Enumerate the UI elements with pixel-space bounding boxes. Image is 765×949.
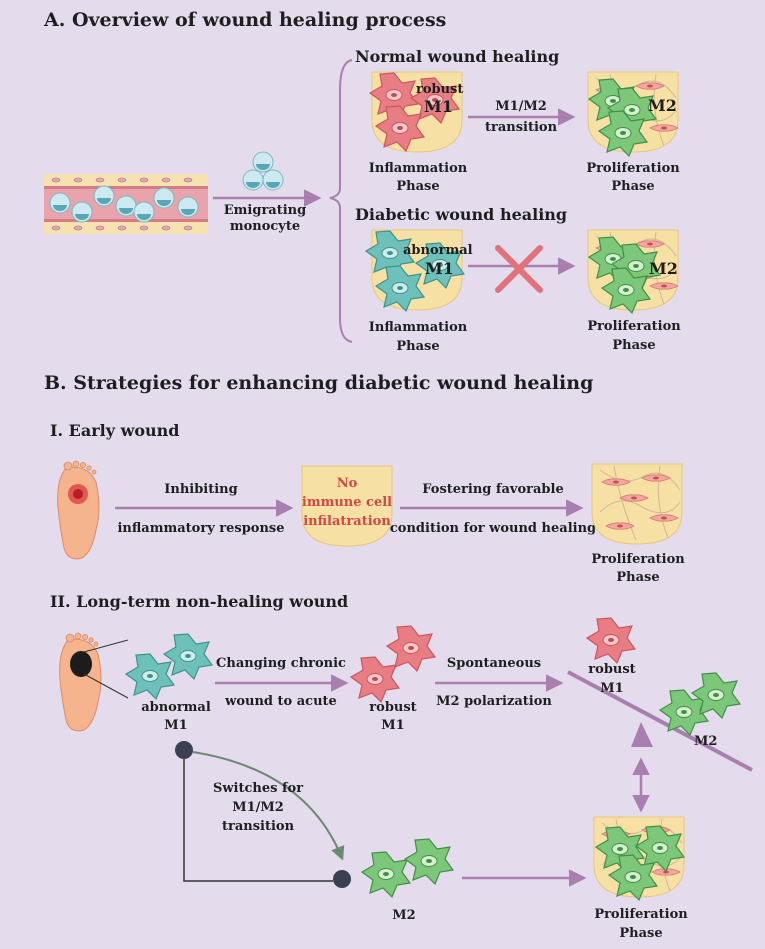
normal-proliferation-wound [587,71,679,157]
emigrating-label-1: Emigrating [224,203,306,218]
transition-label-2: transition [485,120,558,135]
normal-robust-label: robust [416,82,463,97]
blocked-cross-icon [495,245,543,293]
zoom-line-top [83,639,129,653]
diabetic-m2-label: M2 [649,259,678,278]
transition-label-1: M1/M2 [495,99,547,114]
long-proliferation-phase: Phase [619,926,662,941]
early-proliferation-phase: Phase [616,570,659,585]
early-wound-title: I. Early wound [50,421,179,440]
normal-proliferation-phase: Phase [611,179,654,194]
inflammatory-response-label: inflammatory response [117,521,284,536]
no-cell-label-3: infilatration [303,514,391,529]
condition-label: condition for wound healing [390,521,596,536]
diabetic-proliferation-phase: Phase [612,338,655,353]
early-proliferation-label: Proliferation [591,552,685,567]
switches-label-2: M1/M2 [232,800,284,815]
abnormal-m1-cells [125,633,213,700]
robust-label: robust [369,700,416,715]
emigrating-monocytes [242,151,284,191]
m2-polarization-label: M2 polarization [436,694,552,709]
normal-healing-title: Normal wound healing [355,47,559,66]
diabetic-healing-title: Diabetic wound healing [355,205,567,224]
long-term-proliferation-wound [593,816,685,901]
diabetic-proliferation-wound [587,229,679,314]
diabetic-inflammation-phase: Phase [396,339,439,354]
switch-end-node [333,870,351,888]
diabetic-proliferation-label: Proliferation [587,319,681,334]
fostering-label: Fostering favorable [422,482,563,497]
balance-scale [567,617,753,772]
normal-m2-label: M2 [648,96,677,115]
diabetic-inflammation-label: Inflammation [369,320,468,335]
normal-m1-label: M1 [424,97,453,116]
scale-robust-label: robust [588,662,635,677]
changing-label: Changing chronic [216,656,346,671]
emigrating-label-2: monocyte [230,219,300,234]
spontaneous-label: Spontaneous [447,656,541,671]
long-term-title: II. Long-term non-healing wound [50,592,348,611]
m2-label: M2 [392,908,415,923]
normal-inflammation-label: Inflammation [369,161,468,176]
diabetic-abnormal-label: abnormal [403,243,473,258]
scale-m1-label: M1 [600,681,623,696]
arrow-switches [192,751,345,861]
no-cell-label-2: immune cell [302,495,392,510]
inhibiting-label: Inhibiting [164,482,237,497]
section-a-title: A. Overview of wound healing process [43,9,446,31]
switch-start-node [175,741,193,759]
blood-vessel [44,174,208,234]
abnormal-m1-label: M1 [164,718,187,733]
normal-proliferation-label: Proliferation [586,161,680,176]
scale-m2-label: M2 [694,734,717,749]
normal-inflammation-phase: Phase [396,179,439,194]
brace [329,59,353,343]
switches-label-3: transition [222,819,295,834]
section-b-title: B. Strategies for enhancing diabetic wou… [44,372,593,394]
switch-path-line [183,759,333,882]
diabetic-m1-label: M1 [425,259,454,278]
early-proliferation-wound [591,463,683,545]
long-proliferation-label: Proliferation [594,907,688,922]
wound-to-acute-label: wound to acute [224,694,337,709]
robust-m1-label: M1 [381,718,404,733]
chronic-foot-icon [59,632,102,732]
robust-m1-cells [350,625,436,703]
abnormal-label: abnormal [141,700,211,715]
zoom-line-bottom [83,673,129,699]
no-cell-label-1: No [337,476,358,491]
early-foot-icon [57,460,100,560]
m2-cells [361,838,454,898]
switches-label-1: Switches for [213,781,303,796]
